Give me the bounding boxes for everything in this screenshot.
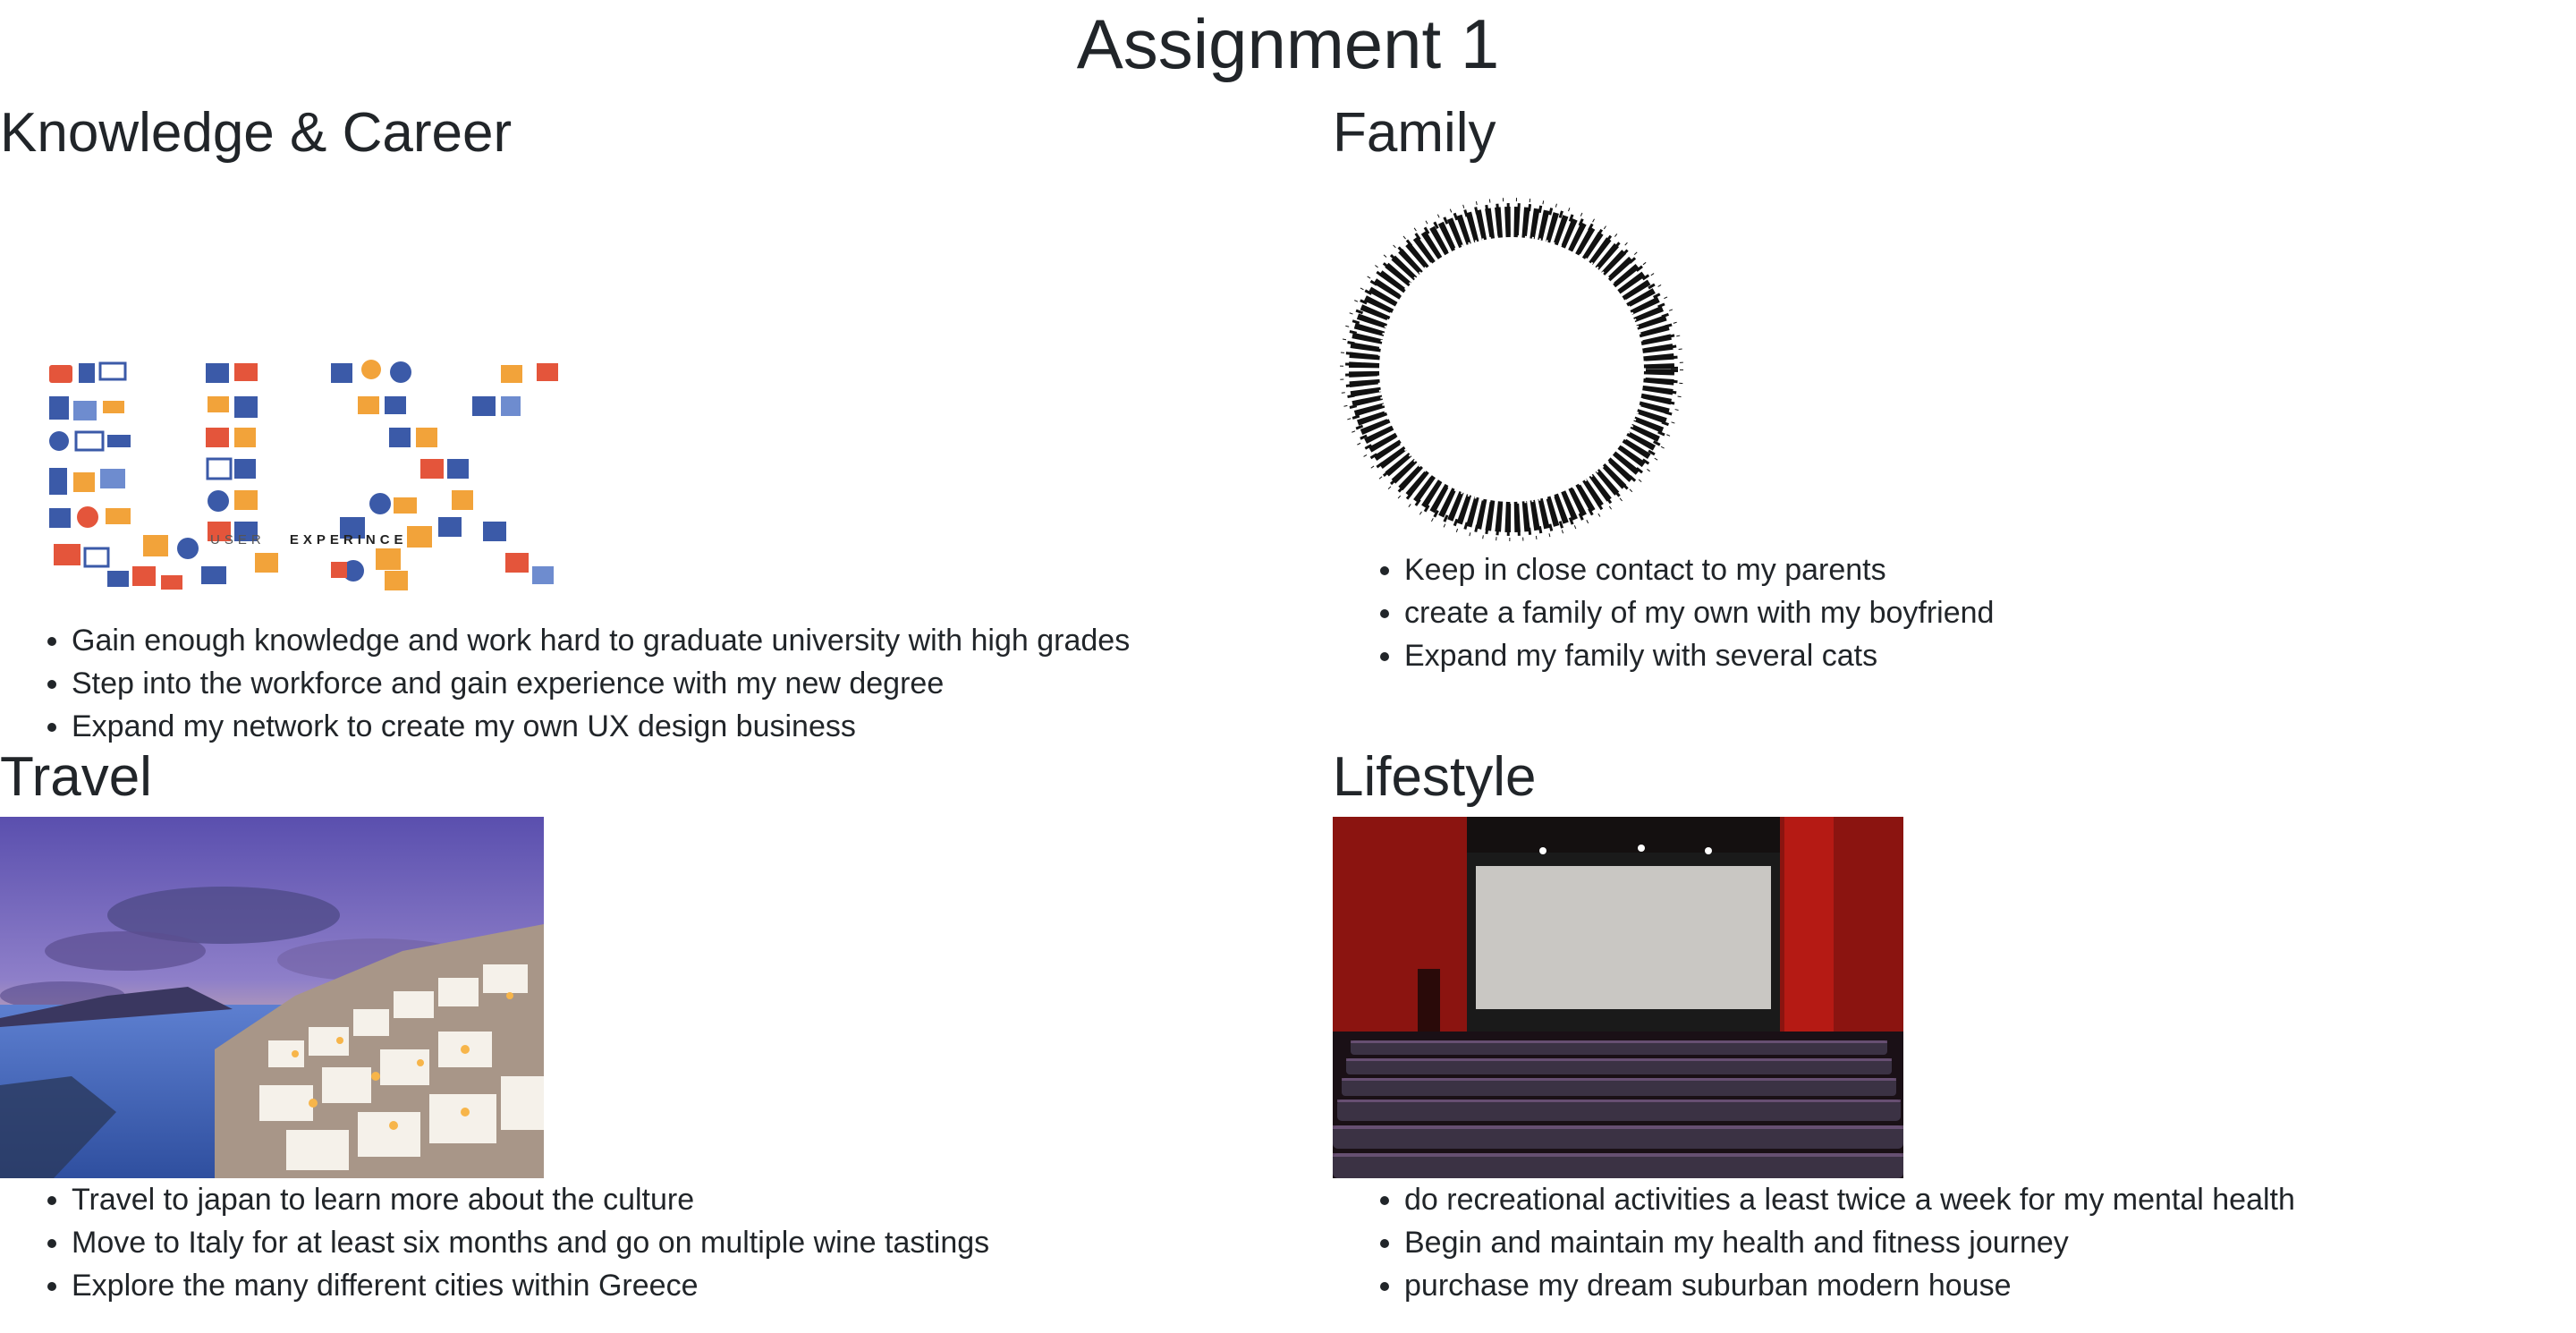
ux-caption: USER EXPERINCE [210, 532, 408, 548]
list-item: Explore the many different cities within… [72, 1264, 1252, 1307]
list-item: Expand my network to create my own UX de… [72, 705, 1252, 748]
ux-illustration: USER [49, 360, 558, 591]
section-heading-family: Family [1333, 102, 1496, 164]
cinema-illustration [1333, 817, 1903, 1179]
list-item: Travel to japan to learn more about the … [72, 1178, 1252, 1221]
lifestyle-list: do recreational activities a least twice… [1333, 1178, 2496, 1307]
section-heading-lifestyle: Lifestyle [1333, 746, 1537, 808]
section-heading-knowledge: Knowledge & Career [0, 102, 513, 164]
ux-caption-user: USER [210, 532, 266, 548]
ux-caption-experience: EXPERINCE [289, 532, 408, 548]
list-item: Begin and maintain my health and fitness… [1404, 1221, 2496, 1264]
section-heading-travel: Travel [0, 746, 152, 808]
list-item: Step into the workforce and gain experie… [72, 662, 1252, 705]
santorini-illustration [0, 817, 544, 1179]
family-circle-image [1333, 191, 1690, 548]
cinema-photo [1333, 817, 1903, 1179]
santorini-photo [0, 817, 544, 1179]
list-item: do recreational activities a least twice… [1404, 1178, 2496, 1221]
section-family: Family Keep in close contact to my paren… [1333, 102, 2496, 677]
ux-image: USER [0, 213, 581, 599]
travel-list: Travel to japan to learn more about the … [0, 1178, 1252, 1307]
family-list: Keep in close contact to my parents crea… [1333, 548, 2496, 677]
list-item: create a family of my own with my boyfri… [1404, 591, 2496, 634]
page-title: Assignment 1 [1076, 4, 1500, 83]
section-travel: Travel [0, 746, 1252, 1307]
list-item: Expand my family with several cats [1404, 634, 2496, 677]
people-circle-illustration [1340, 198, 1683, 542]
list-item: Gain enough knowledge and work hard to g… [72, 619, 1252, 662]
section-knowledge-career: Knowledge & Career [0, 102, 1252, 748]
list-item: Keep in close contact to my parents [1404, 548, 2496, 591]
list-item: Move to Italy for at least six months an… [72, 1221, 1252, 1264]
knowledge-list: Gain enough knowledge and work hard to g… [0, 619, 1252, 748]
section-lifestyle: Lifestyle [1333, 746, 2496, 1307]
list-item: purchase my dream suburban modern house [1404, 1264, 2496, 1307]
